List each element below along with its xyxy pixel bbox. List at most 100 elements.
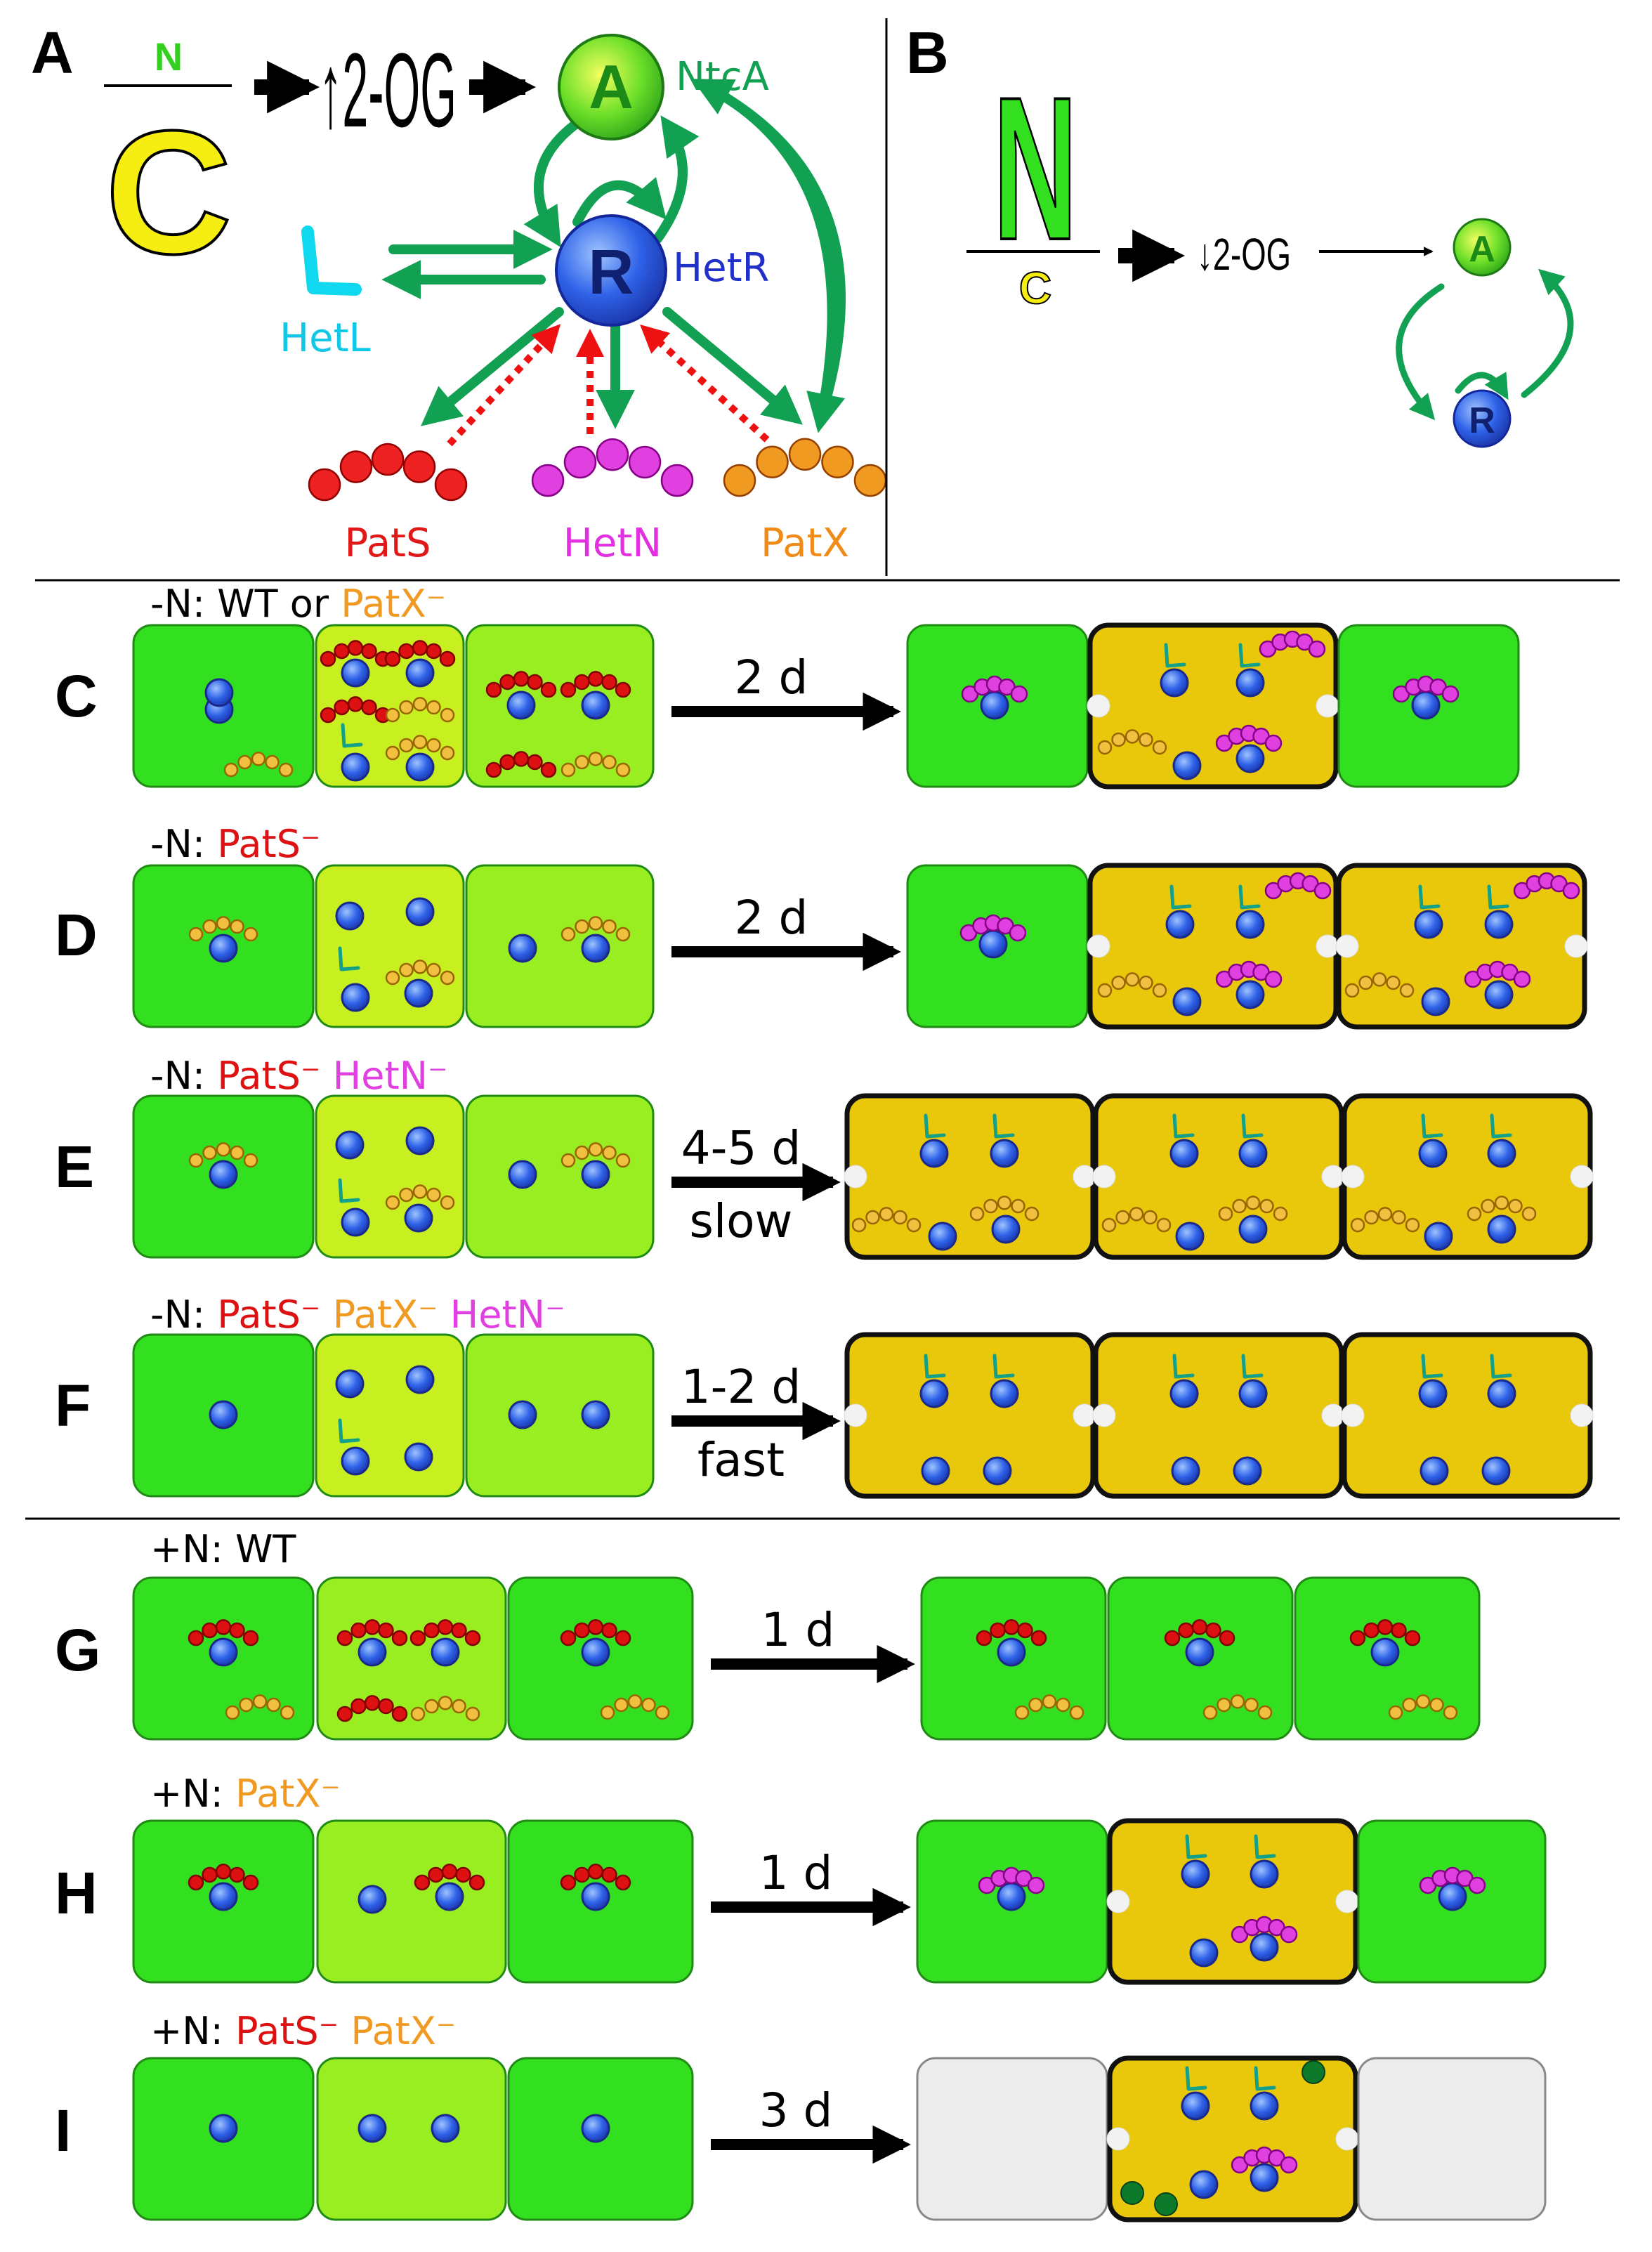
vegetative-cell	[132, 1094, 315, 1259]
patx-peptide-icon	[560, 752, 631, 778]
hetr-protein-icon	[1411, 690, 1441, 720]
hetl-marker-icon	[992, 1113, 1015, 1139]
heterocyst-cell	[1341, 1093, 1594, 1260]
hetr-protein-icon	[919, 1379, 949, 1408]
patx-peptide-icon	[969, 1196, 1040, 1222]
patx-peptide-icon	[385, 697, 455, 723]
hetr-protein-icon	[1418, 1139, 1448, 1168]
hetr-protein-icon	[404, 978, 433, 1008]
pats-peptide-icon	[384, 640, 456, 667]
ntca-node-b-label: A	[1469, 229, 1495, 270]
patx-name: PatX	[761, 521, 849, 566]
inhibition-arrows	[447, 324, 770, 447]
hetn-chain	[531, 438, 694, 497]
pats-peptide-icon	[308, 443, 468, 502]
speed-label: fast	[697, 1433, 785, 1487]
hetl-marker-icon	[1172, 1354, 1195, 1379]
polar-node-icon	[1087, 694, 1110, 718]
hetl-marker-icon	[1164, 643, 1186, 668]
patx-peptide-icon	[851, 1207, 922, 1233]
vegetative-cell	[465, 1094, 655, 1259]
panel-b-loop	[1396, 268, 1574, 421]
hetr-protein-icon	[1484, 910, 1514, 939]
arrow-hetr-autoactivation	[572, 176, 667, 227]
vegetative-cell	[1294, 1576, 1481, 1741]
proheterocyst-cell	[315, 864, 465, 1028]
cyanophycin-granule-icon	[1302, 2060, 1325, 2084]
condition-label: -N: PatS⁻	[150, 822, 320, 866]
hetr-protein-icon	[405, 658, 435, 688]
row-letter: E	[55, 1134, 94, 1200]
filament-row-i: I+N: PatS⁻ PatX⁻3 d	[55, 2009, 1547, 2222]
pats-peptide-icon	[485, 671, 557, 698]
vegetative-cell	[465, 1333, 655, 1498]
hetr-protein-icon	[1418, 1379, 1448, 1408]
hetr-node-b	[1453, 389, 1512, 448]
hetl-marker-icon	[338, 946, 360, 971]
hetr-protein-icon	[508, 1400, 537, 1429]
patx-peptide-icon	[223, 752, 294, 778]
polar-node-icon	[1321, 1403, 1345, 1427]
pats-peptide-icon	[1349, 1619, 1421, 1647]
patx-peptide-icon	[188, 916, 258, 942]
arrow-ntca-to-patx	[697, 79, 846, 433]
vegetative-cell	[132, 864, 315, 1028]
condition-label: +N: PatS⁻ PatX⁻	[150, 2009, 456, 2053]
heterocyst-cell	[1087, 622, 1339, 790]
hetl-icon	[301, 225, 362, 296]
arrow-ntca-to-hetr	[523, 116, 585, 248]
panel-b-letter: B	[906, 20, 949, 86]
hetr-protein-icon	[431, 2114, 460, 2143]
hetr-protein-icon	[431, 1637, 460, 1667]
polar-node-icon	[1073, 1165, 1096, 1189]
proheterocyst-cell	[315, 1094, 465, 1259]
hetr-protein-icon	[1185, 1637, 1214, 1667]
ntca-node-b	[1453, 218, 1512, 277]
vegetative-cell	[920, 1576, 1107, 1741]
vegetative-cell	[316, 1576, 507, 1741]
patx-peptide-icon	[1202, 1694, 1273, 1720]
hetr-name: HetR	[673, 245, 769, 291]
polar-node-icon	[1316, 934, 1339, 958]
hetl-marker-icon	[1490, 1113, 1512, 1139]
hetr-protein-icon	[919, 1139, 949, 1168]
hetr-protein-icon	[404, 1203, 433, 1233]
arrow-hetr-to-ntca	[653, 115, 700, 244]
heterocyst-cell	[1341, 1332, 1594, 1499]
hetr-protein-icon	[997, 1637, 1026, 1667]
hetl-marker-icon	[924, 1113, 946, 1139]
arrow-hetr-to-patx	[662, 307, 803, 425]
patx-peptide-icon	[560, 1142, 631, 1168]
hetn-peptide-icon	[531, 438, 694, 497]
polar-node-icon	[1087, 934, 1110, 958]
hetr-node: R	[555, 214, 667, 327]
hetr-protein-icon	[1250, 1932, 1279, 1962]
hetn-peptide-icon	[1215, 724, 1283, 752]
hetr-protein-icon	[581, 1400, 610, 1429]
pats-peptide-icon	[188, 1864, 259, 1891]
hetr-protein-icon	[983, 1456, 1012, 1486]
duration-label: 1 d	[761, 1603, 835, 1657]
hetn-peptide-icon	[1264, 872, 1332, 900]
hetr-protein-icon	[1235, 980, 1265, 1009]
vegetative-cell	[906, 624, 1089, 788]
heterocyst-cell	[844, 1093, 1096, 1260]
hetr-protein-icon	[1250, 1859, 1279, 1889]
row-letter: I	[55, 2097, 71, 2163]
patx-peptide-icon	[1344, 972, 1415, 998]
hetr-protein-icon	[1189, 2170, 1219, 2199]
hetn-name: HetN	[563, 521, 662, 566]
heterocyst-cell	[1106, 1818, 1359, 1985]
hetr-protein-icon	[581, 934, 610, 963]
polar-node-icon	[1092, 1403, 1116, 1427]
hetl-marker-icon	[1241, 1354, 1264, 1379]
hetr-protein-icon	[1487, 1215, 1516, 1244]
hetl-marker-icon	[1490, 1354, 1512, 1379]
hetr-protein-icon	[405, 1365, 435, 1394]
hetl-name: HetL	[280, 315, 371, 361]
arrow-ntca-to-hetr-b	[1396, 283, 1445, 421]
hetr-protein-icon	[1484, 980, 1514, 1009]
hetr-protein-icon	[405, 1126, 435, 1156]
hetr-protein-icon	[405, 752, 435, 782]
